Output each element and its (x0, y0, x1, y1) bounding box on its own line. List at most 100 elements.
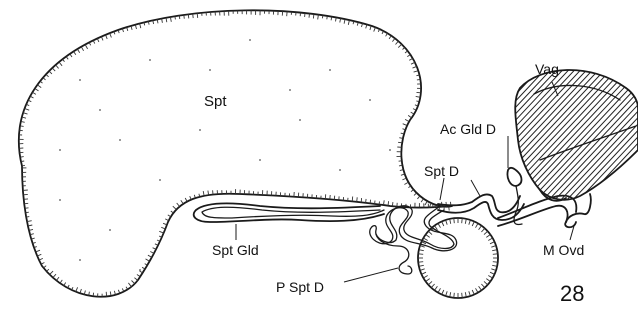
edge-tick (49, 71, 52, 74)
edge-tick (46, 74, 49, 76)
label-vag: Vag (535, 61, 559, 77)
edge-tick (428, 281, 432, 284)
edge-tick (63, 59, 65, 61)
label-spt: Spt (204, 93, 227, 110)
edge-tick (454, 293, 455, 298)
edge-tick (47, 269, 49, 271)
common-oviduct-lower (498, 206, 568, 226)
hatch-line (386, 60, 536, 220)
hatch-line (464, 60, 614, 220)
edge-tick (27, 221, 32, 222)
edge-tick (420, 246, 425, 248)
edge-tick (472, 222, 474, 227)
edge-tick (26, 212, 29, 213)
edge-tick (404, 182, 408, 184)
edge-tick (52, 68, 55, 71)
label-p-spt-d: P Spt D (276, 279, 324, 295)
edge-tick (481, 284, 484, 288)
edge-tick (405, 119, 409, 121)
stipple-dot (159, 179, 161, 181)
edge-tick (70, 54, 72, 57)
edge-tick (442, 290, 444, 295)
edge-tick (462, 218, 463, 223)
stipple-dot (389, 149, 391, 151)
edge-tick (313, 14, 314, 18)
label-ac-gld-d: Ac Gld D (440, 121, 496, 137)
edge-tick (173, 206, 177, 209)
edge-tick (30, 96, 33, 98)
edge-tick (446, 220, 448, 225)
hatch-line (410, 60, 560, 220)
edge-tick (309, 14, 310, 18)
edge-tick (403, 124, 407, 126)
figure-number: 28 (560, 281, 584, 306)
label-spt-d: Spt D (424, 163, 459, 179)
edge-tick (44, 266, 47, 268)
edge-tick (60, 280, 62, 283)
edge-tick (421, 199, 423, 203)
stipple-dot (369, 99, 371, 101)
edge-tick (484, 231, 488, 234)
accessory-gland-duct (507, 168, 521, 186)
edge-tick (422, 272, 427, 274)
edge-tick (469, 220, 471, 225)
edge-tick (93, 293, 94, 297)
edge-tick (450, 292, 451, 297)
edge-tick (76, 287, 78, 292)
edge-tick (472, 290, 474, 295)
edge-tick (490, 272, 495, 274)
stipple-dot (59, 199, 61, 201)
hatch-line (476, 60, 626, 220)
edge-tick (322, 15, 323, 18)
edge-tick (392, 38, 395, 41)
edge-tick (411, 190, 414, 192)
edge-tick (417, 196, 420, 199)
edge-tick (419, 265, 424, 266)
leader-p-spt-d (344, 268, 398, 282)
edge-tick (344, 19, 345, 24)
edge-tick (348, 20, 349, 25)
edge-tick (491, 246, 496, 248)
stipple-dot (259, 159, 261, 161)
edge-tick (128, 283, 131, 287)
edge-tick (476, 223, 479, 227)
edge-tick (479, 286, 482, 290)
edge-tick (39, 258, 43, 260)
edge-tick (366, 199, 367, 203)
hatch-line (446, 60, 596, 220)
edge-tick (140, 24, 141, 29)
edge-tick (148, 255, 152, 257)
stipple-dot (149, 59, 151, 61)
edge-tick (36, 250, 40, 252)
edge-tick (32, 92, 36, 94)
edge-tick (56, 65, 59, 68)
edge-tick (426, 279, 430, 282)
hatch-line (530, 60, 638, 220)
edge-tick (398, 44, 401, 47)
edge-tick (488, 238, 492, 241)
stipple-dot (209, 69, 211, 71)
edge-tick (438, 223, 441, 227)
stipple-dot (289, 89, 291, 91)
edge-tick (352, 197, 353, 202)
stipple-dot (329, 69, 331, 71)
edge-tick (405, 51, 408, 53)
stipple-dot (119, 139, 121, 141)
edge-tick (331, 17, 332, 21)
edge-tick (184, 15, 185, 19)
edge-tick (37, 85, 41, 88)
edge-tick (25, 208, 29, 209)
edge-tick (170, 17, 171, 22)
edge-tick (177, 203, 180, 207)
edge-tick (53, 274, 56, 277)
edge-tick (181, 200, 183, 204)
edge-tick (407, 55, 410, 57)
edge-tick (131, 26, 132, 30)
edge-tick (132, 281, 135, 284)
label-m-ovd: M Ovd (543, 242, 584, 258)
edge-tick (428, 231, 432, 234)
edge-tick (450, 219, 451, 224)
edge-tick (37, 254, 41, 256)
edge-tick (135, 25, 136, 29)
